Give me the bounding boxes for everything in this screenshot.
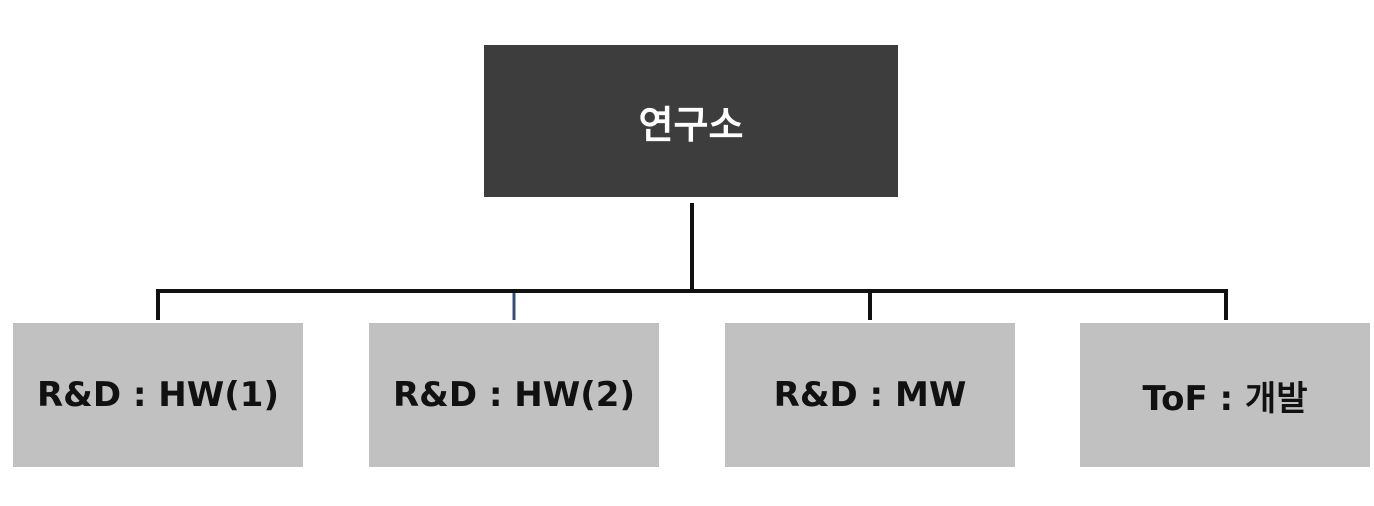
child-node-label: R&D : HW(2) — [392, 375, 636, 415]
child-node-label: ToF : 개발 — [1142, 378, 1308, 419]
root-node-research-lab: 연구소 — [484, 45, 898, 197]
child-node-tof-dev: ToF : 개발 — [1080, 323, 1370, 467]
child-node-rnd-mw: R&D : MW — [725, 323, 1015, 467]
child-node-rnd-hw1: R&D : HW(1) — [13, 323, 303, 467]
root-node-label: 연구소 — [638, 102, 744, 147]
child-node-label: R&D : MW — [773, 375, 967, 415]
child-node-rnd-hw2: R&D : HW(2) — [369, 323, 659, 467]
child-node-label: R&D : HW(1) — [36, 375, 280, 415]
